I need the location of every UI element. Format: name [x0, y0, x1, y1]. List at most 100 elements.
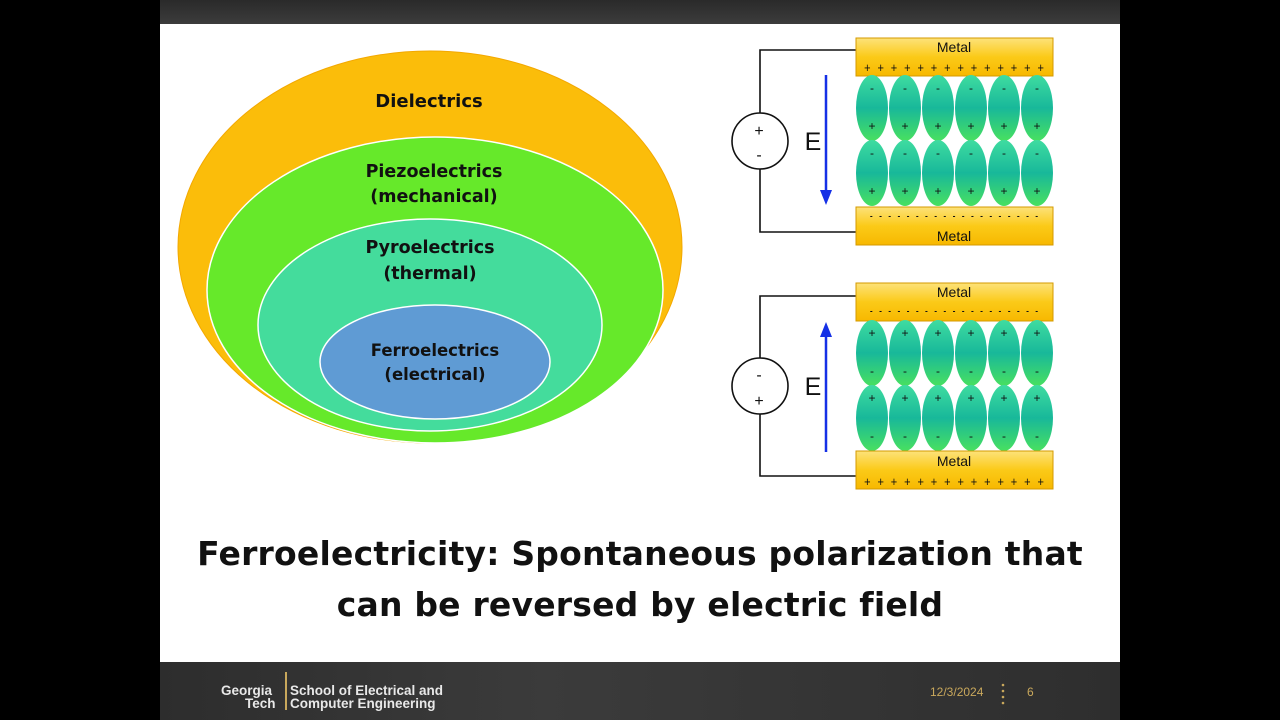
charge-row-bottom: - - - - - - - - - - - - - - - - - - - [869, 209, 1039, 224]
dipole-ellipse [922, 75, 954, 141]
dipole-charge-sign: - [969, 364, 973, 378]
dipole-ellipse [988, 385, 1020, 451]
dipole-ellipse [856, 75, 888, 141]
dipole-charge-sign: - [870, 429, 874, 443]
dipole-charge-sign: + [967, 326, 974, 340]
dipole-charge-sign: - [1035, 364, 1039, 378]
caption-line-2: can be reversed by electric field [336, 585, 944, 624]
field-label: E [805, 373, 822, 401]
dipole-charge-sign: - [969, 146, 973, 160]
dipole-charge-sign: + [868, 119, 875, 133]
school-name: School of Electrical and Computer Engine… [290, 683, 444, 711]
dipole-charge-sign: + [1033, 326, 1040, 340]
voltage-source-icon [731, 112, 789, 170]
dipole-ellipse [856, 385, 888, 451]
school-line-2: Computer Engineering [290, 696, 436, 711]
dipole-ellipse [955, 320, 987, 386]
metal-label-bottom: Metal [937, 453, 971, 469]
dipole-charge-sign: - [969, 81, 973, 95]
logo-line-georgia: Georgia [221, 683, 273, 698]
dipole-charge-sign: - [936, 81, 940, 95]
dipole-charge-sign: - [1002, 81, 1006, 95]
dipole-ellipse [856, 320, 888, 386]
dipole-charge-sign: - [1002, 364, 1006, 378]
page-separator-icon [1001, 683, 1005, 705]
dipole-charge-sign: + [1033, 391, 1040, 405]
metal-label-top: Metal [937, 284, 971, 300]
dipole-charge-sign: + [934, 326, 941, 340]
field-arrowhead-down-icon [820, 190, 832, 205]
dipole-charge-sign: - [870, 146, 874, 160]
dipole-charge-sign: + [1000, 391, 1007, 405]
ferroelectrics-label: Ferroelectrics [371, 341, 500, 360]
dipole-charge-sign: + [934, 391, 941, 405]
bottom-capacitor-panel: - + E Metal - - - - - - - - - - - - - - … [731, 282, 1054, 490]
dipole-ellipse [1021, 320, 1053, 386]
top-capacitor-panel: + - E Metal + + + + + + + + + + + + + + … [731, 37, 1054, 246]
dipole-charge-sign: - [936, 364, 940, 378]
dipole-ellipse [889, 320, 921, 386]
caption-line-1: Ferroelectricity: Spontaneous polarizati… [197, 534, 1083, 573]
dipole-ellipse [1021, 385, 1053, 451]
dipole-charge-sign: - [1002, 429, 1006, 443]
piezoelectrics-label: Piezoelectrics [366, 162, 503, 182]
slide-number: 6 [1027, 685, 1034, 699]
source-bottom-sign: - [756, 147, 761, 164]
metal-plate-top [855, 37, 1054, 77]
dipole-charge-sign: - [1035, 146, 1039, 160]
dipole-ellipse [889, 140, 921, 206]
dipole-charge-sign: + [868, 326, 875, 340]
dipole-charge-sign: - [936, 146, 940, 160]
dielectric-venn-diagram: Dielectrics Piezoelectrics (mechanical) … [177, 50, 683, 444]
field-label: E [805, 128, 822, 156]
dipole-charge-sign: + [1033, 119, 1040, 133]
slide-footer [160, 662, 1120, 720]
metal-label-top: Metal [937, 39, 971, 55]
logo-line-tech: Tech [245, 696, 276, 711]
metal-plate-bottom [855, 450, 1054, 490]
dipole-array-bottom: +-+-+-+-+-+-+-+-+-+-+-+- [856, 320, 1053, 451]
dipole-ellipse [922, 385, 954, 451]
source-bottom-sign: + [754, 393, 763, 410]
slide-date: 12/3/2024 [930, 685, 984, 699]
dipole-charge-sign: + [868, 391, 875, 405]
dipole-charge-sign: + [868, 184, 875, 198]
pyroelectrics-sublabel: (thermal) [383, 264, 476, 284]
dipole-charge-sign: - [870, 81, 874, 95]
dipole-charge-sign: + [901, 184, 908, 198]
source-top-sign: + [754, 123, 763, 140]
dipole-ellipse [889, 385, 921, 451]
dipole-ellipse [988, 75, 1020, 141]
dipole-ellipse [988, 140, 1020, 206]
dipole-charge-sign: - [1035, 81, 1039, 95]
pyroelectrics-label: Pyroelectrics [365, 238, 494, 258]
charge-row-top: + + + + + + + + + + + + + + [864, 61, 1044, 76]
dipole-charge-sign: + [967, 391, 974, 405]
dipole-ellipse [955, 140, 987, 206]
georgia-tech-logo: Georgia Tech [221, 683, 276, 711]
ferroelectrics-sublabel: (electrical) [384, 365, 485, 384]
dipole-charge-sign: + [1000, 119, 1007, 133]
dipole-array-top: -+-+-+-+-+-+-+-+-+-+-+-+ [856, 75, 1053, 206]
field-arrowhead-up-icon [820, 322, 832, 337]
metal-plate-top [855, 282, 1054, 322]
dipole-charge-sign: + [1033, 184, 1040, 198]
dipole-ellipse [922, 320, 954, 386]
dipole-charge-sign: - [936, 429, 940, 443]
dipole-ellipse [856, 140, 888, 206]
school-line-1: School of Electrical and [290, 683, 444, 698]
dipole-charge-sign: - [1035, 429, 1039, 443]
metal-label-bottom: Metal [937, 228, 971, 244]
dipole-charge-sign: - [969, 429, 973, 443]
dipole-charge-sign: + [1000, 184, 1007, 198]
dipole-ellipse [955, 75, 987, 141]
metal-plate-bottom [855, 206, 1054, 246]
dipole-ellipse [1021, 140, 1053, 206]
dipole-charge-sign: + [901, 119, 908, 133]
dipole-ellipse [1021, 75, 1053, 141]
dipole-charge-sign: - [903, 364, 907, 378]
ferroelectrics-ellipse [319, 304, 551, 420]
source-top-sign: - [756, 367, 761, 384]
dipole-charge-sign: + [901, 326, 908, 340]
dipole-charge-sign: + [901, 391, 908, 405]
